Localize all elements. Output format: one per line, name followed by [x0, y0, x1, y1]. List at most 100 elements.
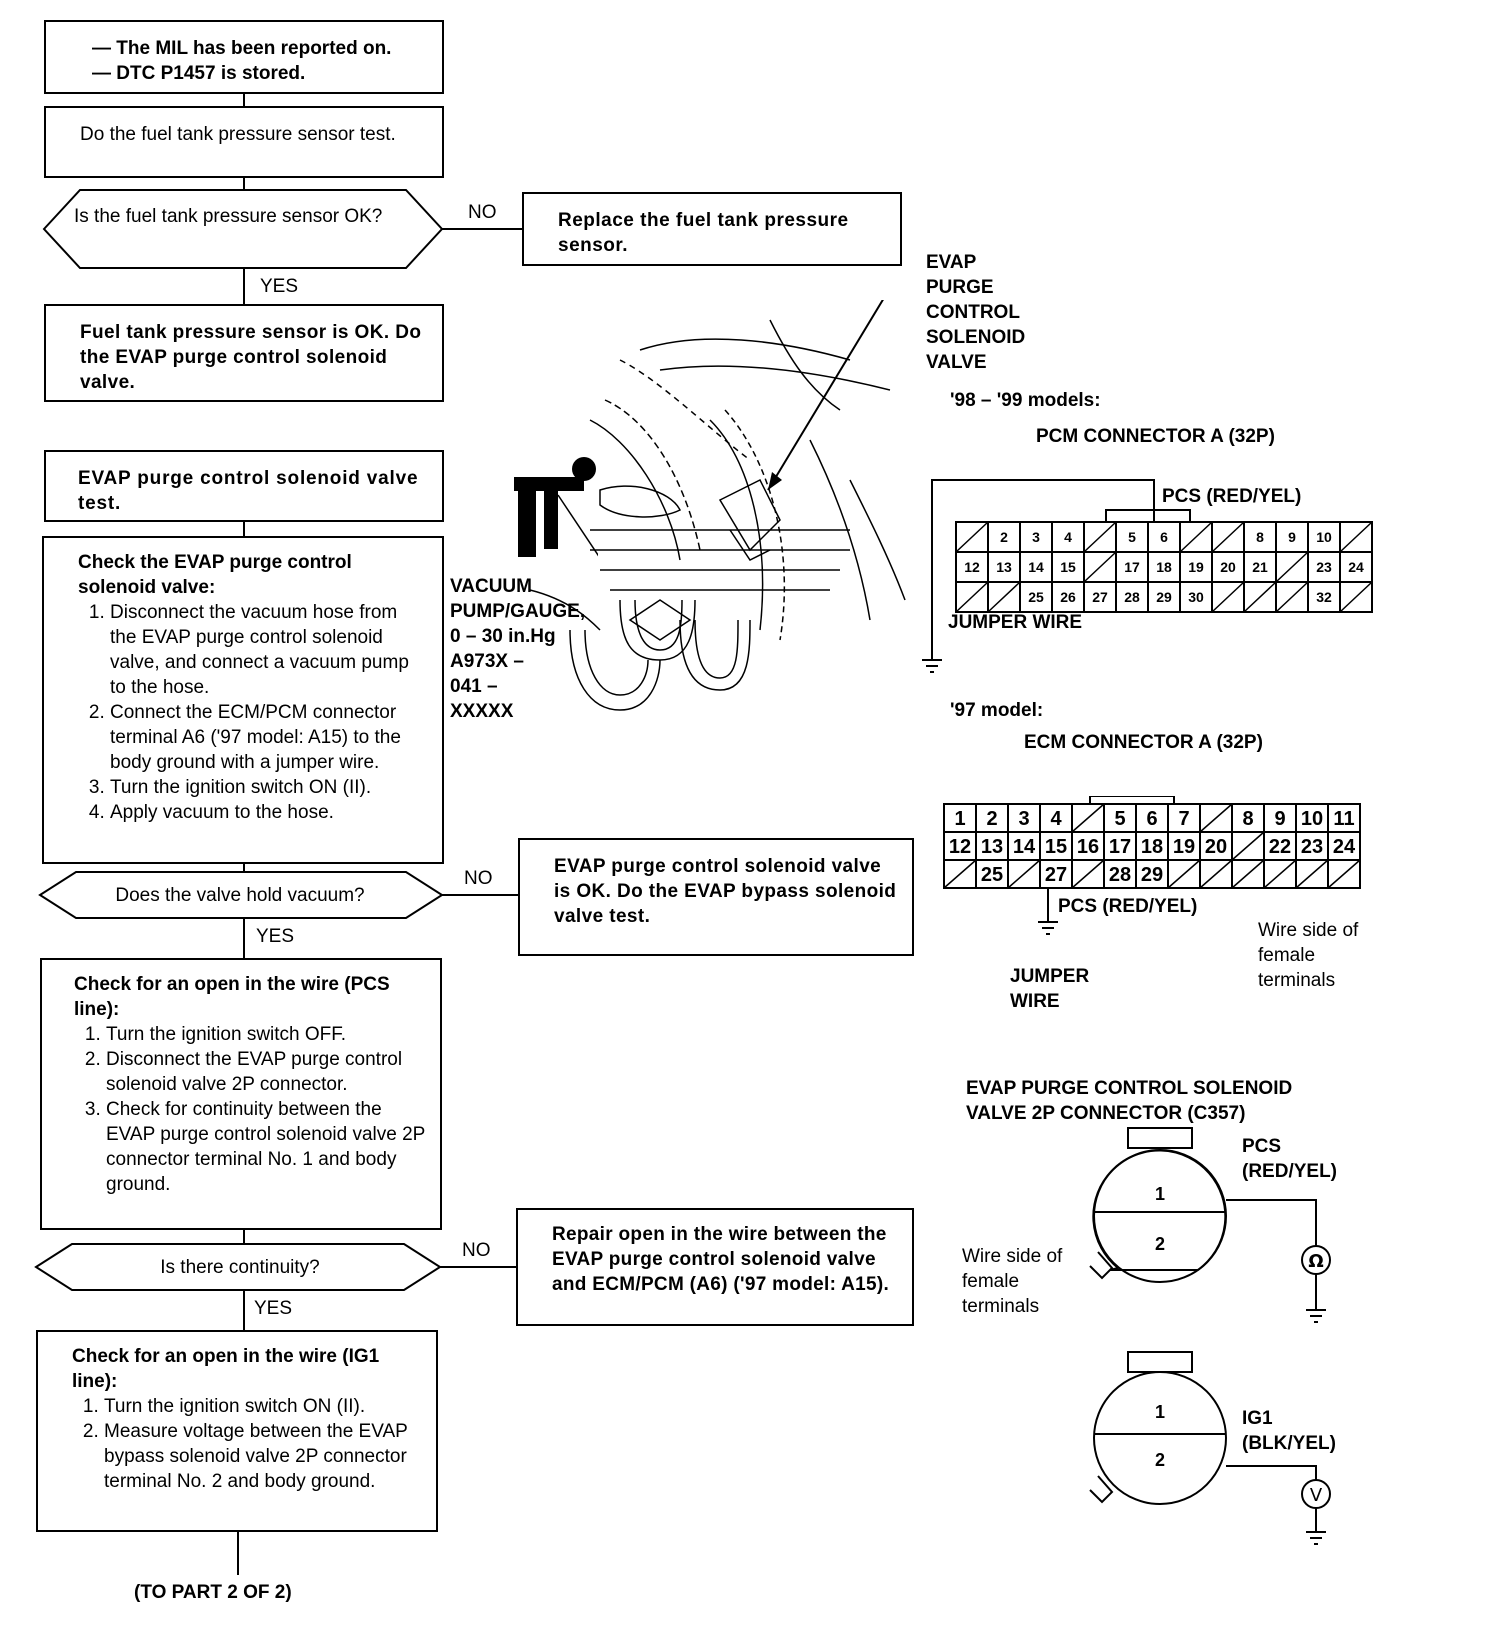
result-replace-sensor: Replace the fuel tank pressure sensor. [522, 192, 902, 266]
ohmmeter-icon: Ω [1308, 1251, 1323, 1272]
terminal-number: 27 [1045, 864, 1067, 886]
pump-label-line-3: 0 – 30 in.Hg [450, 626, 556, 647]
terminal-number: 5 [1128, 529, 1136, 545]
question-continuity: Is there continuity? [160, 1257, 320, 1278]
solenoid-connector-title: EVAP PURGE CONTROL SOLENOID VALVE 2P CON… [966, 1076, 1292, 1126]
blank-terminal-slash [1327, 859, 1361, 889]
no-label-2: NO [464, 868, 493, 889]
pump-label-line-2: PUMP/GAUGE, [450, 601, 586, 622]
step-check-ig1-line: Check for an open in the wire (IG1 line)… [36, 1330, 438, 1532]
solenoid-pcs-label: PCS (RED/YEL) [1242, 1134, 1337, 1184]
terminal-number: 10 [1301, 808, 1323, 830]
terminal-number: 8 [1242, 808, 1253, 830]
terminal-number: 4 [1064, 529, 1072, 545]
step-check-pcs-line: Check for an open in the wire (PCS line)… [40, 958, 442, 1230]
blank-terminal-slash [1211, 581, 1245, 613]
step-fuel-tank-test: Do the fuel tank pressure sensor test. [44, 106, 444, 178]
terminal-number: 6 [1160, 529, 1168, 545]
result-repair-open: Repair open in the wire between the EVAP… [516, 1208, 914, 1326]
terminal-number: 21 [1252, 559, 1268, 575]
blank-terminal-slash [1211, 521, 1245, 553]
solenoid-pin-2: 2 [1155, 1234, 1165, 1254]
terminal-number: 8 [1256, 529, 1264, 545]
step-evap-test-text: EVAP purge control solenoid valve test. [78, 468, 419, 514]
terminal-number: 14 [1028, 559, 1044, 575]
valve-label-line-5: VALVE [926, 352, 987, 373]
terminal-number: 15 [1045, 836, 1067, 858]
blank-terminal-slash [1231, 831, 1265, 861]
terminal-number: 1 [954, 808, 965, 830]
terminal-number: 15 [1060, 559, 1076, 575]
step-check-pcs-line-item-1: Turn the ignition switch OFF. [106, 1022, 426, 1047]
no-label-1: NO [468, 202, 497, 223]
pcm-pcs-label: PCS (RED/YEL) [1162, 486, 1302, 507]
step-check-ig1-line-list: Turn the ignition switch ON (II). Measur… [72, 1394, 422, 1494]
terminal-number: 2 [1000, 529, 1008, 545]
terminal-number: 25 [1028, 589, 1044, 605]
terminal-number: 3 [1032, 529, 1040, 545]
no-label-3: NO [462, 1240, 491, 1261]
blank-terminal-slash [1199, 859, 1233, 889]
valve-label-line-3: CONTROL [926, 302, 1020, 323]
blank-terminal-slash [943, 859, 977, 889]
terminal-number: 24 [1348, 559, 1364, 575]
connector-cell [1135, 831, 1169, 861]
step-check-valve-list: Disconnect the vacuum hose from the EVAP… [78, 600, 428, 825]
terminal-number: 9 [1274, 808, 1285, 830]
connector-cell [1103, 859, 1137, 889]
step-check-pcs-line-item-3: Check for continuity between the EVAP pu… [106, 1097, 426, 1197]
blank-terminal-slash [1295, 859, 1329, 889]
ecm-models-label: '97 model: [950, 700, 1044, 721]
terminal-number: 6 [1146, 808, 1157, 830]
terminal-number: 9 [1288, 529, 1296, 545]
terminal-number: 10 [1316, 529, 1332, 545]
step-check-ig1-line-item-2: Measure voltage between the EVAP bypass … [104, 1419, 422, 1494]
question-sensor-ok: Is the fuel tank pressure sensor OK? [74, 206, 383, 227]
terminal-number: 13 [981, 836, 1003, 858]
terminal-number: 5 [1114, 808, 1125, 830]
step-sensor-ok: Fuel tank pressure sensor is OK. Do the … [44, 304, 444, 402]
vacuum-pump-icon [514, 457, 598, 557]
connector-cell [1167, 803, 1201, 833]
connector-cell [1339, 551, 1373, 583]
blank-terminal-slash [987, 581, 1021, 613]
solenoid-ig1-line-2: (BLK/YEL) [1242, 1433, 1336, 1454]
step-check-valve-item-1: Disconnect the vacuum hose from the EVAP… [110, 600, 428, 700]
terminal-number: 13 [996, 559, 1012, 575]
connector-cell [1147, 521, 1181, 553]
result-replace-sensor-text: Replace the fuel tank pressure sensor. [558, 210, 849, 256]
blank-terminal-slash [1339, 521, 1373, 553]
terminal-number: 27 [1092, 589, 1108, 605]
voltmeter-icon: V [1310, 1485, 1323, 1506]
terminal-number: 25 [981, 864, 1003, 886]
connector-cell [1115, 521, 1149, 553]
valve-label-line-4: SOLENOID [926, 327, 1026, 348]
connector-cell [975, 831, 1009, 861]
connector-cell [1179, 581, 1213, 613]
terminal-number: 7 [1178, 808, 1189, 830]
terminal-number: 12 [964, 559, 980, 575]
ecm-jumper-line-2: WIRE [1010, 991, 1060, 1012]
step-check-pcs-line-list: Turn the ignition switch OFF. Disconnect… [74, 1022, 426, 1197]
solenoid-wire-side-line-2: female [962, 1271, 1020, 1292]
terminal-number: 32 [1316, 589, 1332, 605]
valve-label-line-2: PURGE [926, 277, 994, 298]
terminal-number: 18 [1141, 836, 1163, 858]
connector-cell [975, 859, 1009, 889]
connector-cell [1103, 803, 1137, 833]
solenoid-title-line-1: EVAP PURGE CONTROL SOLENOID [966, 1078, 1293, 1099]
terminal-number: 29 [1156, 589, 1172, 605]
pcm-connector-title: PCM CONNECTOR A (32P) [1036, 426, 1275, 447]
terminal-number: 16 [1077, 836, 1099, 858]
connector-cell [1211, 551, 1245, 583]
terminal-number: 24 [1333, 836, 1356, 858]
ecm-wire-side-line-1: Wire side of [1258, 920, 1359, 941]
step-sensor-ok-text: Fuel tank pressure sensor is OK. Do the … [80, 322, 422, 393]
pump-label-line-4: A973X – [450, 651, 524, 672]
blank-terminal-slash [1071, 803, 1105, 833]
solenoid-wire-side-line-3: terminals [962, 1296, 1040, 1317]
result-repair-open-text: Repair open in the wire between the EVAP… [552, 1224, 890, 1295]
solenoid-connector-diagram: 1 2 1 2 Ω V [1089, 1127, 1331, 1545]
